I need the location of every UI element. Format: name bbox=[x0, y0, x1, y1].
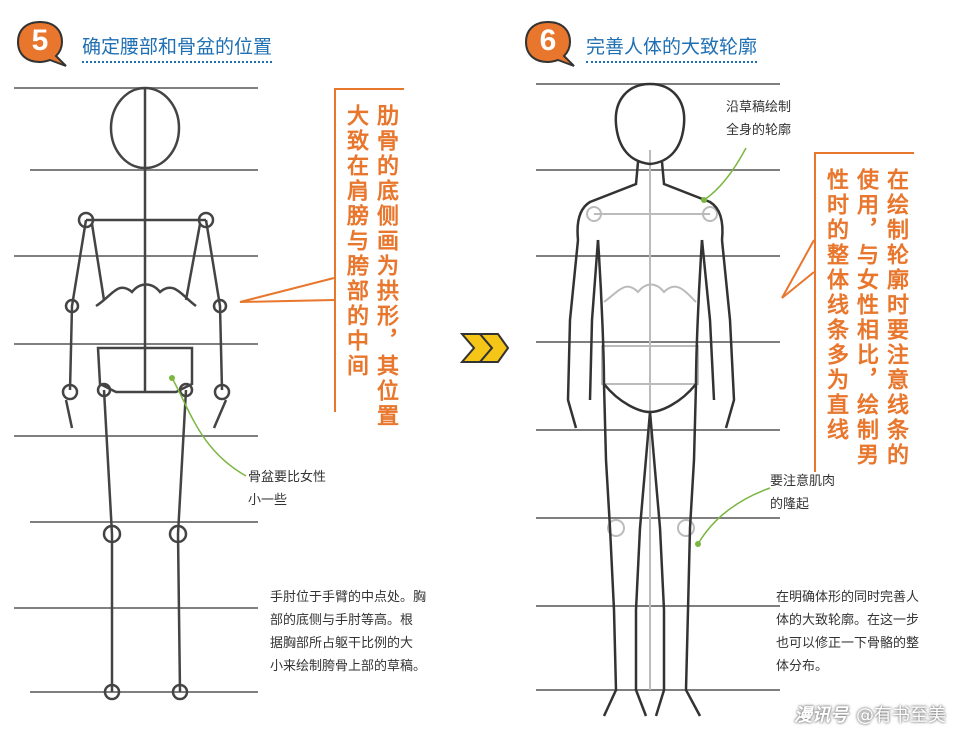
step-5-callout: 肋骨的底侧画为拱形，其位置 大致在肩膀与胯部的中间 bbox=[334, 88, 404, 429]
muscle-note: 要注意肌肉 的隆起 bbox=[770, 474, 836, 512]
watermark: 漫讯号 @有书至美 bbox=[794, 701, 946, 727]
step-6-badge: 6 bbox=[524, 18, 580, 70]
step-6-number: 6 bbox=[539, 24, 557, 57]
step-5-callout-text: 肋骨的底侧画为拱形，其位置 大致在肩膀与胯部的中间 bbox=[343, 104, 398, 429]
step-5-number: 5 bbox=[31, 24, 49, 57]
step-6-callout: 在绘制轮廓时要注意线条的 使用，与女性相比，绘制男 性时的整体线条多为直线 bbox=[814, 152, 914, 472]
step-5-badge: 5 bbox=[16, 18, 72, 70]
proportion-guides bbox=[14, 87, 258, 693]
underlying-skeleton bbox=[586, 150, 718, 690]
step-6-description: 在明确体形的同时完善人 体的大致轮廓。在这一步 也可以修正一下骨骼的整 体分布。 bbox=[776, 590, 920, 674]
skeleton-sketch bbox=[61, 86, 231, 701]
watermark-logo: 漫讯号 bbox=[794, 705, 848, 726]
step-6-callout-text: 在绘制轮廓时要注意线条的 使用，与女性相比，绘制男 性时的整体线条多为直线 bbox=[823, 168, 908, 468]
step-5-figure bbox=[14, 86, 335, 701]
step-5-panel: 5 确定腰部和骨盆的位置 bbox=[0, 0, 480, 731]
next-step-arrow-icon bbox=[459, 333, 510, 363]
step-6-panel: 6 完善人体的大致轮廓 bbox=[480, 0, 962, 731]
body-outline-sketch bbox=[566, 82, 736, 717]
step-5-description: 手肘位于手臂的中点处。胸 部的底侧与手肘等高。根 据胸部所占躯干比例的大 小来绘… bbox=[270, 590, 427, 674]
step-6-figure bbox=[536, 82, 815, 717]
speech-bubble-icon bbox=[524, 20, 575, 67]
watermark-handle: @有书至美 bbox=[856, 705, 946, 726]
speech-bubble-icon bbox=[16, 20, 67, 67]
proportion-guides bbox=[536, 83, 780, 691]
step-5-title: 确定腰部和骨盆的位置 bbox=[82, 32, 273, 63]
outline-note: 沿草稿绘制 全身的轮廓 bbox=[726, 100, 792, 138]
step-6-title: 完善人体的大致轮廓 bbox=[586, 32, 758, 63]
pelvis-note: 骨盆要比女性 小一些 bbox=[248, 470, 327, 508]
